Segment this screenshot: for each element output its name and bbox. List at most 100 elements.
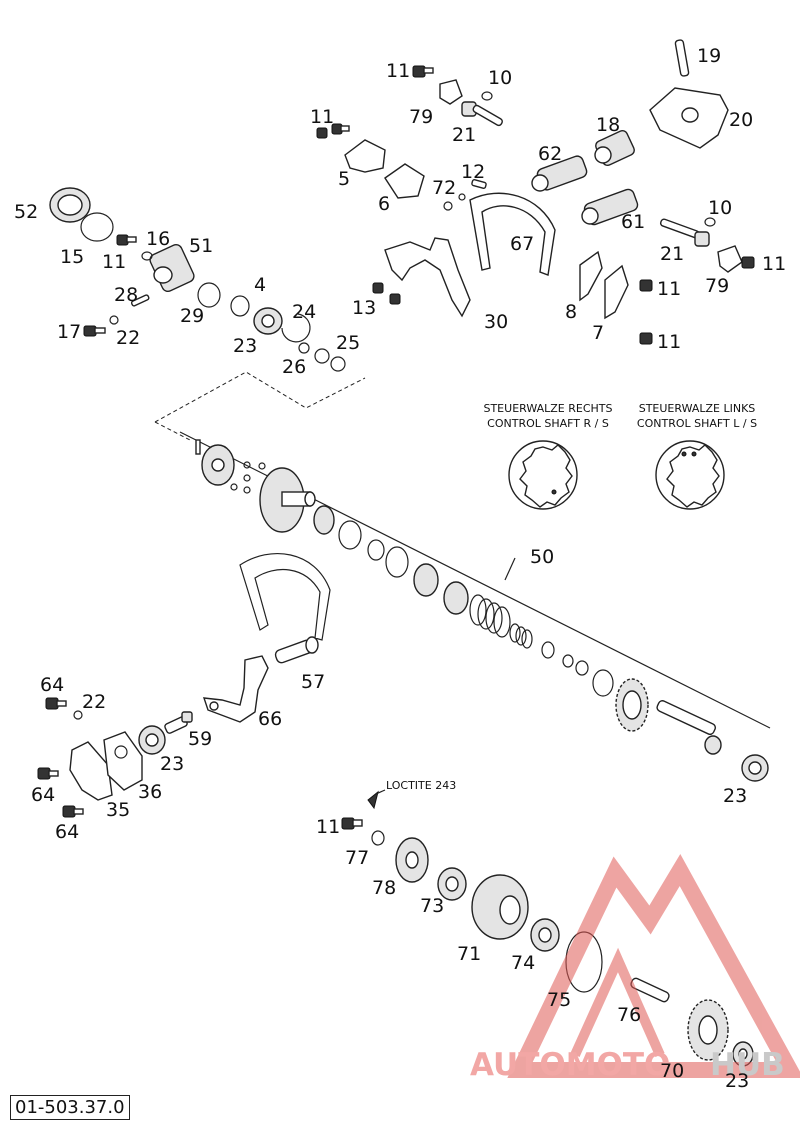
part-72-washer: [458, 193, 466, 201]
part-10-o-ring-a: [481, 91, 493, 101]
part-label: 66: [258, 708, 282, 730]
part-36-cover: [103, 731, 143, 791]
part-66-lever: [202, 655, 269, 723]
part-label: 62: [538, 143, 562, 165]
part-label: 12: [461, 161, 485, 183]
part-50-needle-bearing-a: [313, 505, 335, 535]
part-label: 11: [102, 251, 126, 273]
part-7-cover: [604, 264, 629, 320]
part-50-needle-bearing-b: [413, 563, 439, 597]
part-label: 13: [352, 297, 376, 319]
part-16-washer: [141, 251, 153, 261]
part-label: 21: [452, 124, 476, 146]
part-30-shift-guide: [384, 237, 471, 318]
part-label: 11: [657, 278, 681, 300]
part-25-washer-b: [330, 356, 346, 372]
dashed-outline-upper: [154, 371, 366, 423]
part-64-bolt-a: [45, 697, 67, 710]
part-label: 79: [705, 275, 729, 297]
part-11-bolt-a: [116, 234, 137, 246]
part-6-plate: [384, 163, 425, 199]
part-label: 28: [114, 284, 138, 306]
part-74-seal: [530, 918, 560, 952]
part-71-housing: [471, 874, 529, 940]
part-50-thrust-washer: [443, 581, 469, 615]
part-72-nut: [443, 201, 453, 211]
dashed-outline-lower: [154, 421, 191, 441]
part-label: 17: [57, 321, 81, 343]
part-label: 73: [420, 895, 444, 917]
part-label: 11: [762, 253, 786, 275]
part-label: 50: [530, 546, 554, 568]
part-label: 22: [116, 327, 140, 349]
part-label: 30: [484, 311, 508, 333]
part-label: 25: [336, 332, 360, 354]
part-50-impeller: [195, 439, 235, 486]
part-79-bracket-a: [439, 79, 463, 105]
part-22-washer-b: [73, 710, 83, 720]
part-label: 11: [316, 816, 340, 838]
watermark-logo: [507, 853, 800, 1078]
part-label: 24: [292, 301, 316, 323]
part-label: 77: [345, 847, 369, 869]
part-label: 72: [432, 177, 456, 199]
part-79-bracket-b: [717, 245, 743, 273]
part-label: 16: [146, 228, 170, 250]
part-label: 23: [725, 1070, 749, 1092]
part-51-sleeve: [149, 243, 195, 293]
part-label: 61: [621, 211, 645, 233]
part-23-bearing-a: [253, 307, 283, 335]
part-57-bolt-shaft: [274, 636, 319, 664]
part-64-bolt-c: [62, 805, 84, 818]
part-11-bolt-b: [412, 65, 434, 78]
loctite-note: LOCTITE 243: [386, 779, 456, 792]
part-50-washer-a: [338, 520, 362, 550]
part-23-bearing-c: [138, 725, 166, 755]
part-label: 20: [729, 109, 753, 131]
part-50-washer-e: [562, 654, 574, 668]
part-73-bearing: [437, 867, 467, 901]
part-label: 22: [82, 691, 106, 713]
part-label: 23: [233, 335, 257, 357]
part-13-bolt: [372, 282, 401, 305]
part-label: 11: [657, 331, 681, 353]
part-50-spring-large: [469, 594, 511, 638]
part-25-washer-a: [314, 348, 330, 364]
part-50-spring-small: [509, 623, 533, 649]
part-label: 64: [40, 674, 64, 696]
part-62-pin-holder: [531, 155, 588, 192]
part-label: 6: [378, 193, 390, 215]
part-11-bolt-d: [639, 279, 653, 292]
part-59-bolt: [164, 711, 193, 734]
part-77-washer: [371, 830, 385, 846]
part-50-washer-b: [367, 539, 385, 561]
part-label: 11: [386, 60, 410, 82]
part-64-bolt-b: [37, 767, 59, 780]
part-5-plate: [344, 139, 386, 173]
part-21-shaft-b: [659, 218, 710, 247]
part-label: 76: [617, 1004, 641, 1026]
part-21-shaft-a: [461, 101, 503, 127]
part-23-bearing-b: [741, 754, 769, 782]
part-17-bolt: [83, 325, 106, 337]
control-shaft-left-line2: CONTROL SHAFT L / S: [637, 417, 757, 430]
part-label: 19: [697, 45, 721, 67]
part-label: 52: [14, 201, 38, 223]
part-label: 74: [511, 952, 535, 974]
part-label: 7: [592, 322, 604, 344]
part-67-outline-lower: [239, 553, 331, 641]
part-22-washer: [109, 315, 119, 325]
part-11-bolt-c: [741, 256, 755, 269]
watermark-text-2: HUB: [710, 1047, 785, 1083]
diagram-code: 01-503.37.0: [10, 1095, 130, 1120]
part-label: 23: [160, 753, 184, 775]
part-50-washer-c: [385, 546, 409, 578]
part-11-bolt-e: [639, 332, 653, 345]
part-10-o-ring-b: [704, 217, 716, 227]
control-shaft-left-gear: [655, 440, 725, 510]
part-28-pin: [130, 294, 150, 307]
part-50-shaft: [656, 700, 722, 755]
loctite-drop: [367, 790, 379, 810]
assembly-50-leader: [504, 557, 516, 581]
